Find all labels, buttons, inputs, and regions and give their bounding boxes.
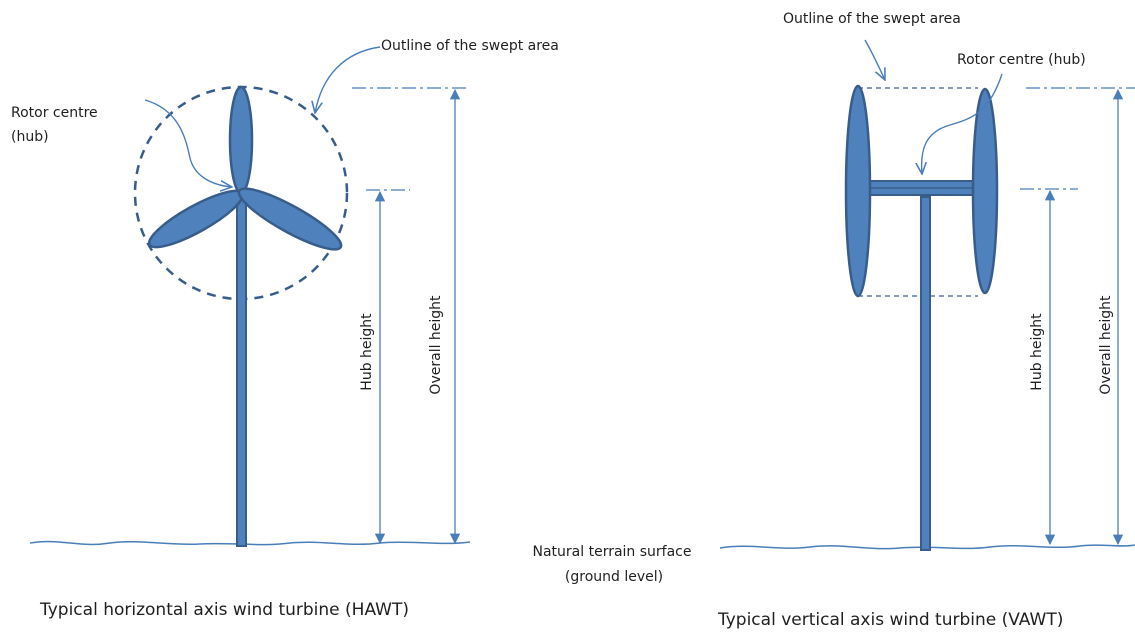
hawt-figure: Hub height Overall height Outline of the… [11, 38, 559, 620]
hawt-swept-area-label: Outline of the swept area [381, 38, 559, 54]
vawt-rotor-centre-leader [922, 73, 1003, 174]
hawt-blade-top [228, 85, 254, 195]
hawt-ground-line [29, 540, 471, 546]
vawt-hub-height-label: Hub height [1029, 313, 1045, 391]
hawt-tower [236, 191, 247, 547]
hawt-blade-left [147, 189, 245, 249]
hawt-rotor-centre-leader [144, 99, 232, 187]
vawt-blade-right [971, 87, 999, 295]
vawt-rotor-centre-label: Rotor centre (hub) [957, 52, 1086, 68]
hawt-swept-area-leader [315, 46, 381, 113]
vawt-figure: Hub height Overall height Outline of the… [533, 11, 1135, 630]
hawt-blade-right [237, 187, 343, 251]
vawt-overall-height-label: Overall height [1098, 295, 1114, 395]
hawt-rotor-centre-label-line1: Rotor centre [11, 105, 98, 121]
hawt-rotor-centre-label-line2: (hub) [11, 129, 49, 145]
vawt-caption: Typical vertical axis wind turbine (VAWT… [717, 610, 1063, 630]
vawt-tower [920, 196, 931, 551]
vawt-blade-left [844, 84, 872, 298]
ground-label-line1: Natural terrain surface [533, 544, 692, 560]
vawt-ground-line [719, 544, 1135, 550]
hawt-overall-height-label: Overall height [428, 295, 444, 395]
hawt-caption: Typical horizontal axis wind turbine (HA… [39, 600, 409, 620]
vawt-swept-area-label: Outline of the swept area [783, 11, 961, 27]
vawt-swept-area-leader [864, 39, 885, 80]
ground-label-line2: (ground level) [565, 569, 663, 585]
hawt-hub-height-label: Hub height [359, 313, 375, 391]
